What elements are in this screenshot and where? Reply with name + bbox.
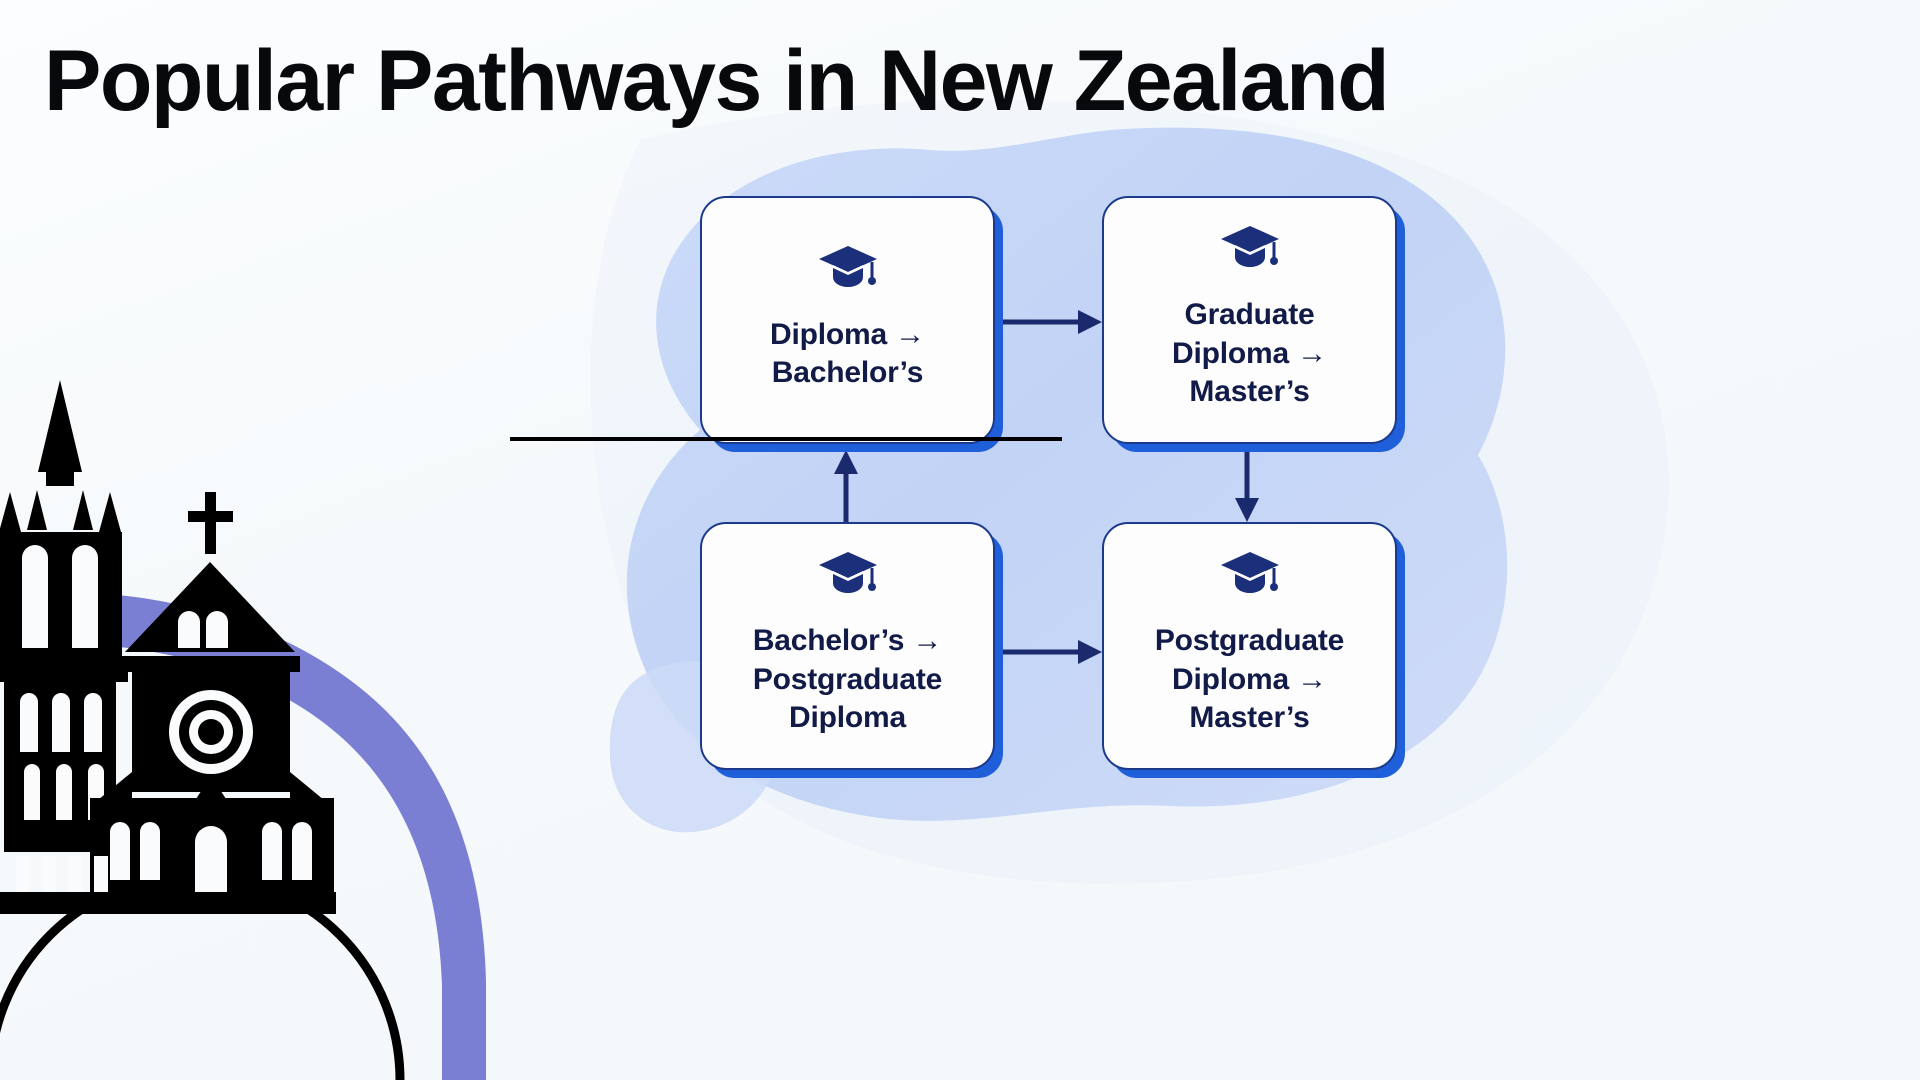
divider-rule: [510, 437, 1062, 441]
nave-cornice: [120, 656, 300, 672]
graduation-cap-icon: [1219, 550, 1281, 596]
pinnacle-left: [0, 492, 21, 532]
tower-body: [0, 532, 122, 674]
gable-arcade: [178, 611, 228, 648]
arrow-tl-to-tr: [1002, 310, 1102, 334]
pathway-card-label: Diploma → Bachelor’s: [770, 317, 925, 389]
purple-arc-band: [0, 592, 486, 1080]
pathway-card-graduate-diploma-to-masters[interactable]: Graduate Diploma → Master’s: [1102, 196, 1397, 444]
pathway-card-label: Postgraduate Diploma → Master’s: [1154, 624, 1345, 735]
arrow-bl-to-tl: [834, 450, 858, 522]
pinnacle-inner-right: [73, 490, 93, 530]
spire-neck: [46, 472, 74, 486]
arrow-bl-to-br: [1002, 640, 1102, 664]
belfry-opening-right: [72, 545, 98, 648]
nave-gable: [125, 562, 295, 652]
christchurch-cathedral-illustration: [0, 380, 486, 1080]
graduation-cap-icon: [1219, 224, 1281, 270]
cathedral-plinth: [0, 892, 336, 914]
graduation-cap-icon: [817, 550, 879, 596]
aisle-roof-left: [98, 772, 132, 800]
tower-window-group: [20, 693, 104, 820]
tower-cornice: [0, 666, 128, 682]
graduation-cap-icon: [817, 244, 879, 290]
pathway-card-bachelors-to-postgraduate-diploma[interactable]: Bachelor’s → Postgraduate Diploma: [700, 522, 995, 770]
arrow-tr-to-br: [1235, 452, 1259, 522]
pinnacle-inner-left: [27, 490, 47, 530]
belfry-opening-left: [22, 545, 48, 648]
page-title: Popular Pathways in New Zealand: [44, 33, 1390, 129]
plinth-openings: [16, 856, 108, 892]
cathedral-main-spire: [38, 380, 82, 472]
rose-window-center: [198, 719, 224, 745]
pathway-card-label: Graduate Diploma → Master’s: [1172, 298, 1327, 409]
pathway-card-label: Bachelor’s → Postgraduate Diploma: [752, 624, 943, 735]
aisle-roof-right: [290, 772, 324, 800]
cathedral-silhouette: [0, 380, 336, 914]
pathway-card-diploma-to-bachelors[interactable]: Diploma → Bachelor’s: [700, 196, 995, 444]
lower-arcade-openings: [110, 822, 312, 898]
pathway-card-postgraduate-diploma-to-masters[interactable]: Postgraduate Diploma → Master’s: [1102, 522, 1397, 770]
cathedral-cross: [188, 492, 233, 554]
pinnacle-right: [99, 492, 121, 532]
